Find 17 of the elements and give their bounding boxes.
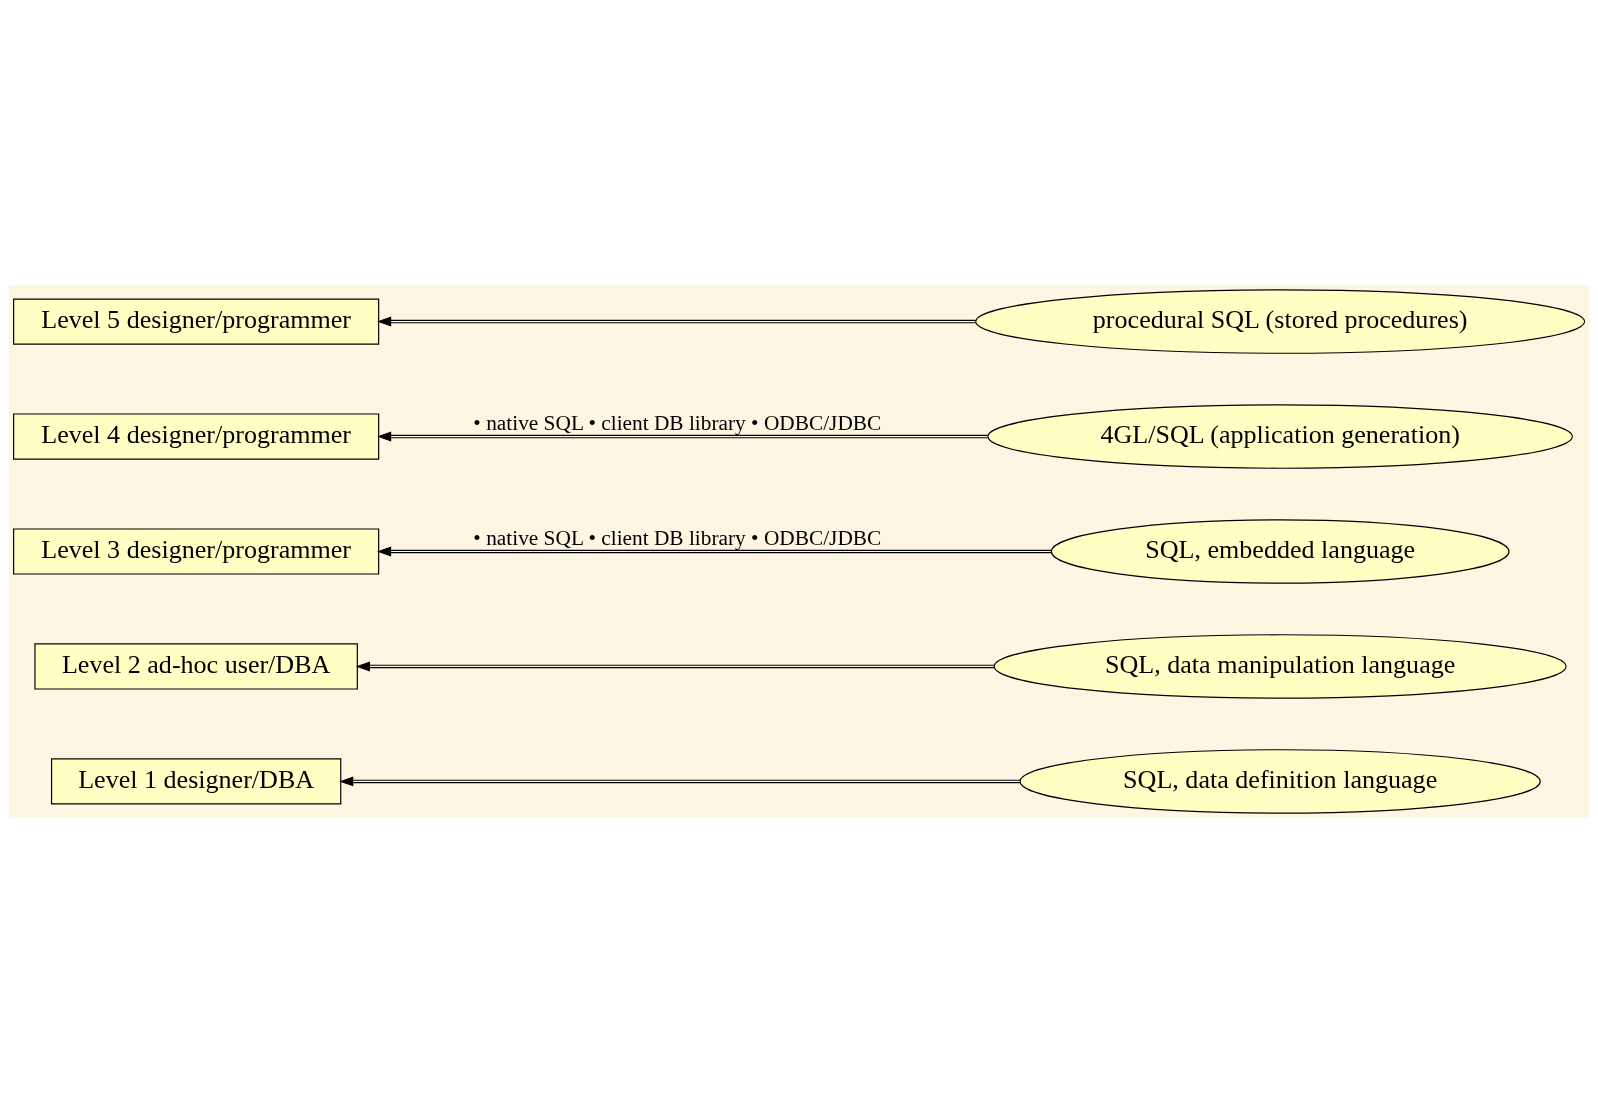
arrow xyxy=(355,661,995,672)
node-box: Level 2 ad-hoc user/DBA xyxy=(34,643,358,690)
node-ellipse: SQL, data definition language xyxy=(1019,749,1541,814)
node-box: Level 4 designer/programmer xyxy=(13,413,380,460)
arrow xyxy=(339,776,1021,787)
edge-label: • native SQL • client DB library • ODBC/JDBC xyxy=(473,525,882,550)
arrow xyxy=(376,546,1052,557)
node-ellipse: procedural SQL (stored procedures) xyxy=(975,289,1586,354)
node-box: Level 1 designer/DBA xyxy=(50,758,342,805)
node-box: Level 5 designer/programmer xyxy=(13,298,380,345)
arrow xyxy=(376,316,977,327)
node-ellipse: SQL, embedded language xyxy=(1050,519,1510,584)
arrow xyxy=(376,431,989,442)
node-ellipse: 4GL/SQL (application generation) xyxy=(987,404,1573,469)
node-ellipse: SQL, data manipulation language xyxy=(993,634,1567,699)
node-box: Level 3 designer/programmer xyxy=(13,528,380,575)
edge-label: • native SQL • client DB library • ODBC/JDBC xyxy=(473,410,882,435)
